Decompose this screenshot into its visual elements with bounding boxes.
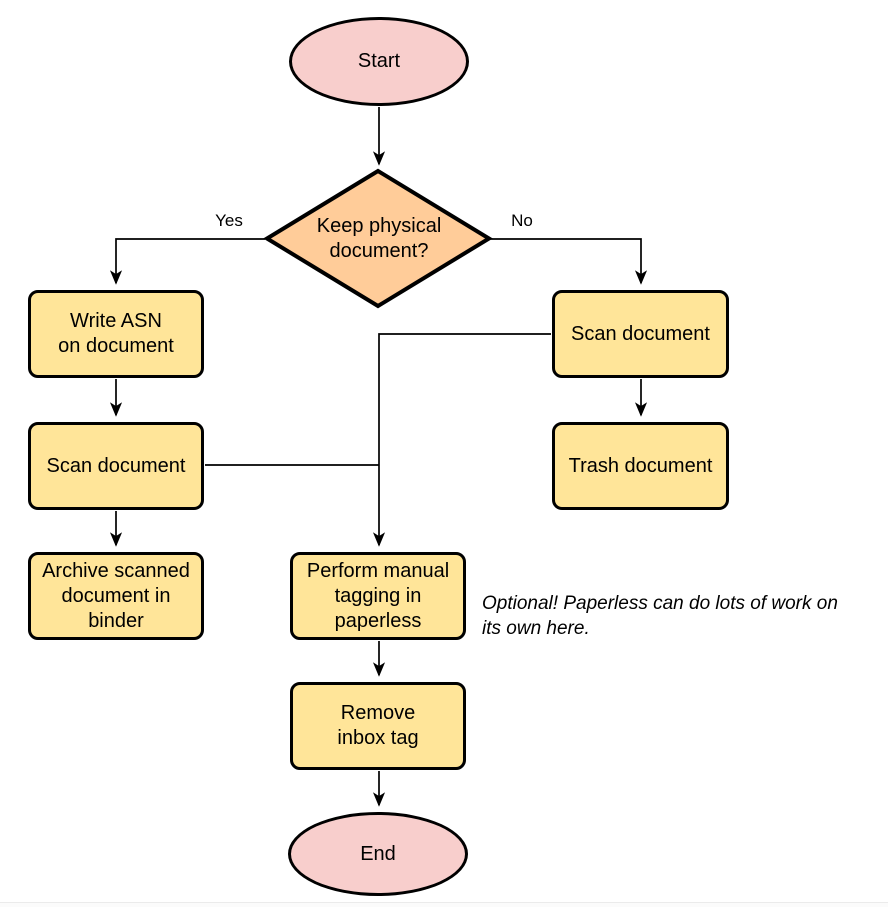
node-perform-manual-tagging: Perform manual tagging in paperless bbox=[290, 552, 466, 640]
node-scan-document-left: Scan document bbox=[28, 422, 204, 510]
node-start: Start bbox=[289, 17, 469, 106]
node-keep-physical-document-label: Keep physical document? bbox=[316, 215, 442, 262]
decision-diamond-shape bbox=[263, 168, 493, 309]
node-start-label: Start bbox=[357, 50, 401, 72]
node-write-asn-label: Write ASN on document bbox=[58, 310, 174, 357]
node-write-asn-on-document: Write ASN on document bbox=[28, 290, 204, 378]
edge-scan-right-to-tagging bbox=[379, 333, 551, 545]
node-scan-right-label: Scan document bbox=[571, 322, 710, 345]
node-trash-document: Trash document bbox=[552, 422, 729, 510]
page-bottom-edge bbox=[0, 902, 888, 907]
node-remove-inbox-label: Remove inbox tag bbox=[337, 702, 419, 749]
edge-decision-no-to-scan-right bbox=[490, 238, 641, 283]
edge-label-yes: Yes bbox=[215, 211, 243, 230]
node-remove-inbox-tag: Remove inbox tag bbox=[290, 682, 466, 770]
node-trash-label: Trash document bbox=[568, 454, 713, 477]
node-end-label: End bbox=[360, 842, 396, 865]
node-scan-document-right: Scan document bbox=[552, 290, 729, 378]
annotation-optional-note: Optional! Paperless can do lots of work … bbox=[482, 593, 838, 639]
node-archive-label: Archive scanned document in binder bbox=[42, 559, 190, 632]
node-tagging-label: Perform manual tagging in paperless bbox=[306, 559, 450, 632]
edge-label-no: No bbox=[511, 211, 533, 230]
node-end: End bbox=[288, 812, 468, 896]
node-scan-left-label: Scan document bbox=[46, 454, 186, 477]
node-archive-scanned-document: Archive scanned document in binder bbox=[28, 552, 204, 640]
edge-decision-yes-to-write-asn bbox=[116, 238, 265, 283]
